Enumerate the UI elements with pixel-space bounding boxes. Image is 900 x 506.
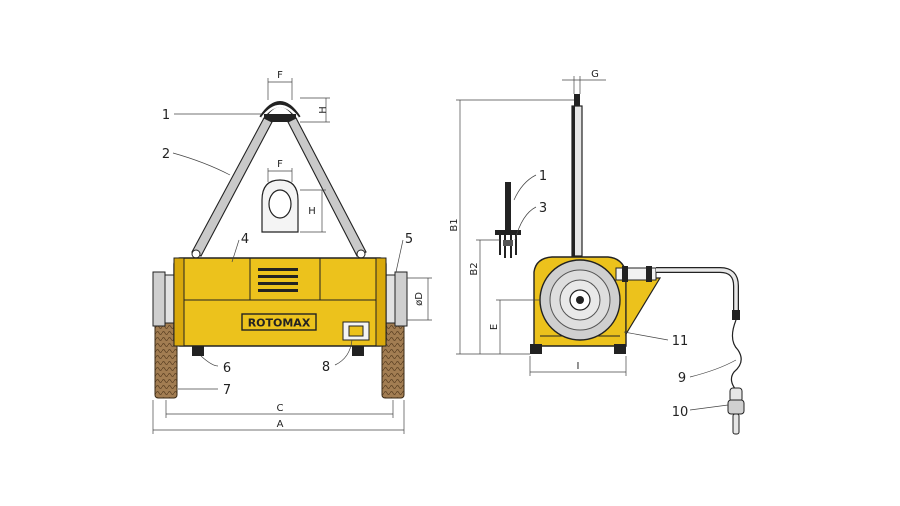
svg-text:B1: B1	[449, 218, 460, 231]
svg-text:A: A	[277, 419, 284, 430]
svg-text:11: 11	[672, 334, 689, 349]
lifting-bail	[191, 101, 367, 259]
callout-10: 10	[672, 404, 729, 420]
vertical-handle	[571, 94, 583, 257]
svg-text:1: 1	[162, 108, 170, 123]
bracket-detail	[495, 182, 521, 258]
motor-body: ROTOMAX	[173, 257, 387, 356]
foot-left	[192, 346, 204, 356]
svg-text:1: 1	[539, 169, 547, 184]
vent-grille	[258, 268, 298, 292]
callout-4: 4	[231, 232, 249, 263]
callout-1: 1	[162, 108, 262, 123]
foot-right	[352, 346, 364, 356]
svg-text:5: 5	[405, 232, 413, 247]
power-cable	[730, 319, 742, 391]
side-view: G B1 B2 E I 1	[449, 69, 745, 435]
svg-text:3: 3	[539, 201, 547, 216]
callout-7: 7	[178, 383, 231, 398]
callout-6: 6	[200, 355, 231, 376]
svg-text:8: 8	[322, 360, 330, 375]
callout-2: 2	[162, 147, 231, 176]
dim-A: A	[152, 400, 405, 434]
svg-text:G: G	[591, 69, 599, 80]
svg-text:C: C	[277, 403, 284, 414]
side-foot-left	[530, 344, 542, 354]
rotor-disc	[539, 259, 621, 341]
svg-text:4: 4	[241, 232, 249, 247]
dim-I: I	[529, 356, 627, 376]
dim-F-mid: F	[267, 159, 293, 182]
svg-text:H: H	[318, 106, 329, 114]
callout-5: 5	[395, 232, 413, 273]
dim-D: øD	[407, 277, 432, 321]
svg-text:7: 7	[223, 383, 231, 398]
svg-text:øD: øD	[414, 292, 425, 306]
callout-9: 9	[678, 359, 737, 386]
svg-text:9: 9	[678, 371, 686, 386]
front-view: ROTOMAX F H F	[152, 70, 432, 434]
svg-text:10: 10	[672, 405, 689, 420]
dim-H-mid: H	[300, 189, 326, 233]
dim-B1: B1	[449, 99, 574, 355]
svg-text:H: H	[308, 206, 316, 217]
dim-C: C	[165, 400, 394, 418]
dim-E: E	[489, 299, 540, 354]
svg-text:F: F	[277, 159, 283, 170]
power-plug	[727, 387, 745, 435]
svg-text:B2: B2	[469, 262, 480, 275]
svg-text:6: 6	[223, 361, 231, 376]
dim-G: G	[562, 69, 606, 94]
svg-text:E: E	[489, 324, 500, 330]
svg-text:F: F	[277, 70, 283, 81]
dim-F-top: F	[267, 70, 293, 100]
shackle-detail	[261, 179, 299, 233]
svg-text:I: I	[577, 361, 580, 372]
callout-3: 3	[514, 201, 547, 241]
callout-8: 8	[322, 339, 353, 375]
cable-arm	[615, 266, 740, 320]
brand-label: ROTOMAX	[248, 317, 311, 330]
dim-H-top: H	[300, 97, 330, 123]
dim-B2: B2	[469, 239, 500, 354]
side-foot-right	[614, 344, 626, 354]
power-connector	[342, 321, 370, 341]
callout-1b: 1	[513, 169, 547, 201]
svg-text:2: 2	[162, 147, 170, 162]
callout-11: 11	[623, 331, 689, 349]
brand-plate	[241, 313, 317, 331]
